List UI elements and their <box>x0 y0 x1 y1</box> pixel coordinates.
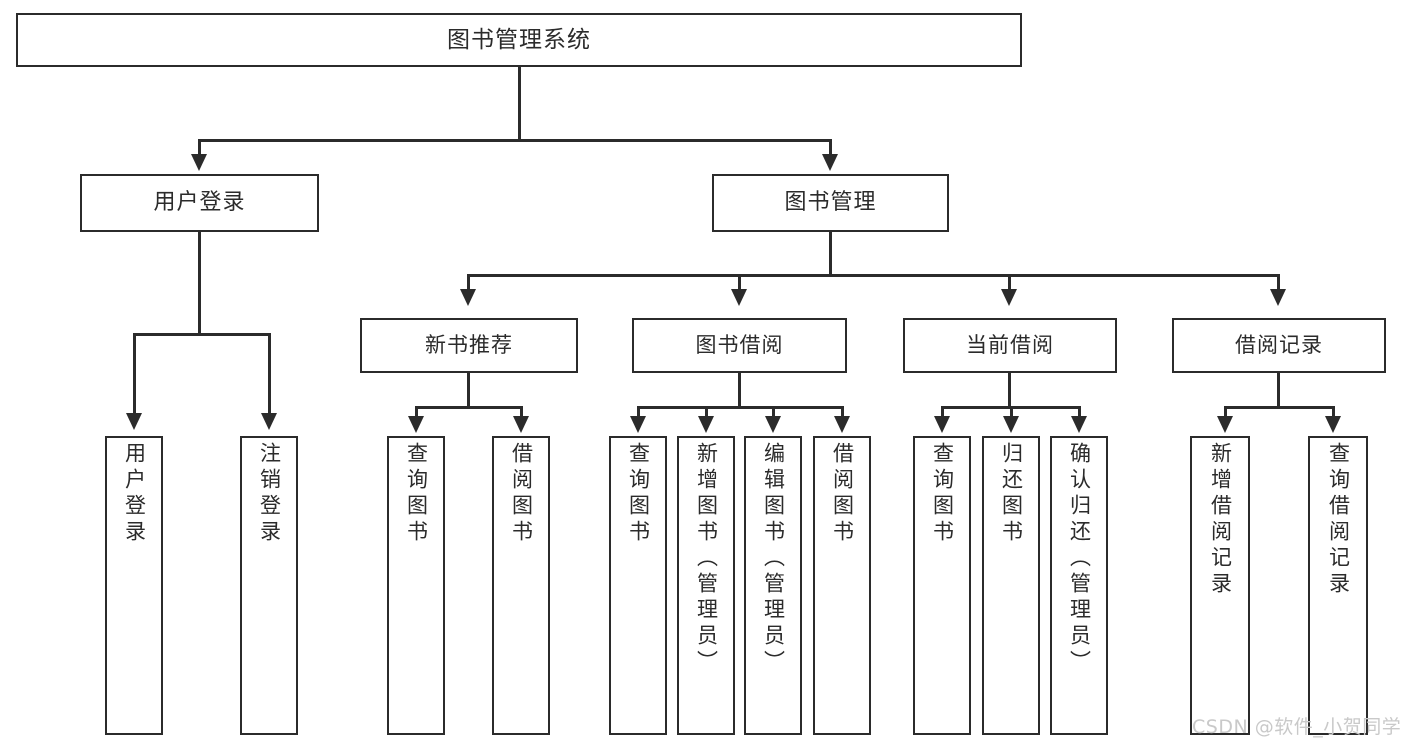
node-label: 借阅图书 <box>509 442 534 546</box>
connector-user-login-bus <box>133 333 270 336</box>
connector-bb-drop-2 <box>705 406 708 418</box>
arrow-to-leaf-add-book <box>698 416 714 433</box>
arrow-to-new-book-recommend <box>460 289 476 306</box>
connector-cb-drop-3 <box>1078 406 1081 418</box>
connector-cb-drop-1 <box>941 406 944 418</box>
arrow-to-leaf-query-book-1 <box>408 416 424 433</box>
arrow-to-book-borrow <box>731 289 747 306</box>
node-borrow-record[interactable]: 借阅记录 <box>1172 318 1386 373</box>
leaf-query-book-1[interactable]: 查询图书 <box>387 436 445 735</box>
node-label: 当前借阅 <box>966 333 1054 358</box>
leaf-query-book-2[interactable]: 查询图书 <box>609 436 667 735</box>
arrow-to-user-login <box>191 154 207 171</box>
node-label: 查询借阅记录 <box>1326 442 1351 598</box>
node-book-manage[interactable]: 图书管理 <box>712 174 949 232</box>
node-label: 归还图书 <box>999 442 1024 546</box>
arrow-to-leaf-query-book-2 <box>630 416 646 433</box>
connector-br-drop-2 <box>1332 406 1335 418</box>
arrow-to-borrow-record <box>1270 289 1286 306</box>
leaf-borrow-book-1[interactable]: 借阅图书 <box>492 436 550 735</box>
node-label: 新书推荐 <box>425 333 513 358</box>
node-label: 新增图书（管理员） <box>694 442 719 676</box>
node-label: 注销登录 <box>257 442 282 546</box>
node-user-login[interactable]: 用户登录 <box>80 174 319 232</box>
leaf-query-book-3[interactable]: 查询图书 <box>913 436 971 735</box>
arrow-to-leaf-user-login <box>126 413 142 430</box>
connector-cb-drop-2 <box>1010 406 1013 418</box>
node-label: 查询图书 <box>930 442 955 546</box>
arrow-to-leaf-add-record <box>1217 416 1233 433</box>
connector-drop-new-book-recommend <box>467 274 470 291</box>
connector-to-book-manage <box>829 139 832 156</box>
node-current-borrow[interactable]: 当前借阅 <box>903 318 1117 373</box>
leaf-add-record[interactable]: 新增借阅记录 <box>1190 436 1250 735</box>
leaf-user-login[interactable]: 用户登录 <box>105 436 163 735</box>
node-book-borrow[interactable]: 图书借阅 <box>632 318 847 373</box>
node-label: 查询图书 <box>626 442 651 546</box>
connector-to-user-login <box>198 139 201 156</box>
leaf-add-book[interactable]: 新增图书（管理员） <box>677 436 735 735</box>
arrow-to-current-borrow <box>1001 289 1017 306</box>
leaf-borrow-book-2[interactable]: 借阅图书 <box>813 436 871 735</box>
connector-bb-drop-3 <box>772 406 775 418</box>
node-new-book-recommend[interactable]: 新书推荐 <box>360 318 578 373</box>
arrow-to-leaf-confirm-return <box>1071 416 1087 433</box>
arrow-to-leaf-query-book-3 <box>934 416 950 433</box>
leaf-confirm-return[interactable]: 确认归还（管理员） <box>1050 436 1108 735</box>
leaf-query-record[interactable]: 查询借阅记录 <box>1308 436 1368 735</box>
connector-drop-borrow-record <box>1277 274 1280 291</box>
leaf-logout-login[interactable]: 注销登录 <box>240 436 298 735</box>
connector-drop-current-borrow <box>1008 274 1011 291</box>
leaf-edit-book[interactable]: 编辑图书（管理员） <box>744 436 802 735</box>
connector-nbr-bus <box>415 406 523 409</box>
node-label: 借阅记录 <box>1235 333 1323 358</box>
connector-user-login-drop-1 <box>133 333 136 415</box>
leaf-return-book[interactable]: 归还图书 <box>982 436 1040 735</box>
connector-br-bus <box>1224 406 1335 409</box>
arrow-to-leaf-return-book <box>1003 416 1019 433</box>
node-label: 图书管理系统 <box>447 26 591 53</box>
node-label: 查询图书 <box>404 442 429 546</box>
connector-nbr-stem <box>467 373 470 408</box>
connector-bb-drop-1 <box>637 406 640 418</box>
connector-br-stem <box>1277 373 1280 408</box>
connector-user-login-stem <box>198 232 201 335</box>
connector-root-bus <box>198 139 832 142</box>
arrow-to-leaf-query-record <box>1325 416 1341 433</box>
connector-user-login-drop-2 <box>268 333 271 415</box>
node-label: 用户登录 <box>122 442 147 546</box>
connector-book-manage-bus <box>467 274 1280 277</box>
node-label: 图书借阅 <box>695 333 784 358</box>
node-label: 编辑图书（管理员） <box>761 442 786 676</box>
connector-book-manage-stem <box>829 232 832 276</box>
node-label: 新增借阅记录 <box>1208 442 1233 598</box>
arrow-to-book-manage <box>822 154 838 171</box>
connector-br-drop-1 <box>1224 406 1227 418</box>
arrow-to-leaf-edit-book <box>765 416 781 433</box>
connector-bb-drop-4 <box>841 406 844 418</box>
connector-nbr-drop-1 <box>415 406 418 418</box>
connector-root-stem <box>518 67 521 141</box>
connector-bb-stem <box>738 373 741 408</box>
node-label: 借阅图书 <box>830 442 855 546</box>
node-label: 确认归还（管理员） <box>1067 442 1092 676</box>
arrow-to-leaf-borrow-book-1 <box>513 416 529 433</box>
arrow-to-leaf-borrow-book-2 <box>834 416 850 433</box>
node-root-system[interactable]: 图书管理系统 <box>16 13 1022 67</box>
connector-bb-bus <box>637 406 844 409</box>
node-label: 图书管理 <box>784 190 877 216</box>
connector-drop-book-borrow <box>738 274 741 291</box>
node-label: 用户登录 <box>153 190 246 216</box>
arrow-to-leaf-logout-login <box>261 413 277 430</box>
connector-cb-stem <box>1008 373 1011 408</box>
connector-nbr-drop-2 <box>520 406 523 418</box>
